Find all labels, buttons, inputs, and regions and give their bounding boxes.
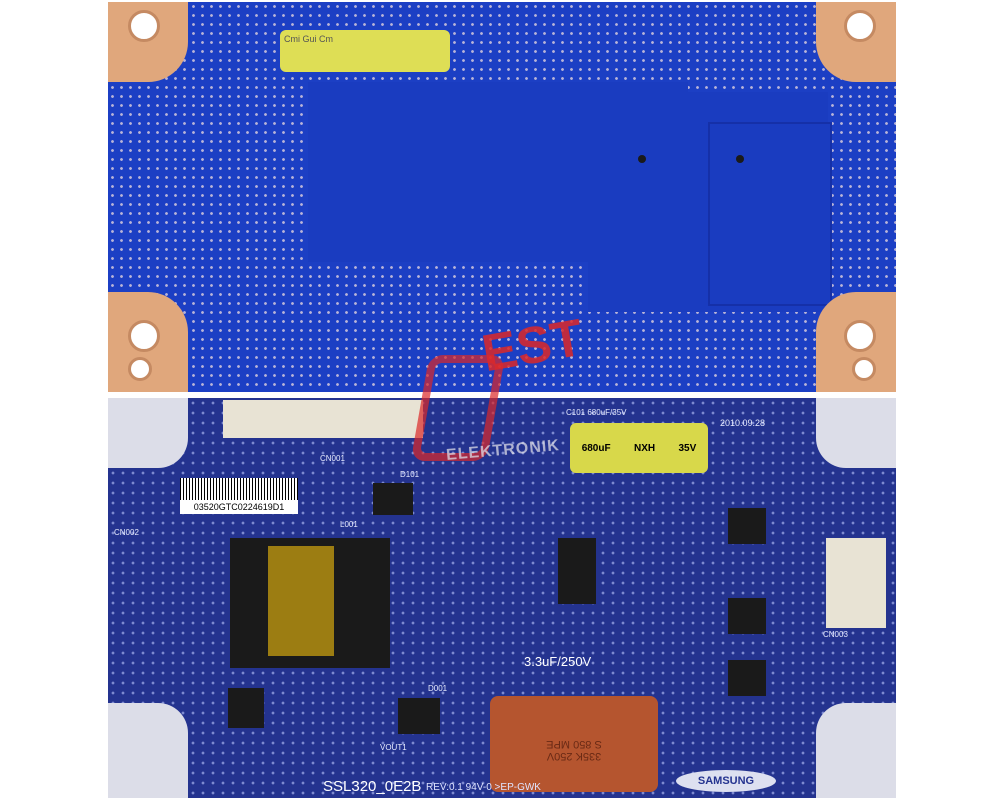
pcb-back-side: Cmi Gui Cm xyxy=(108,2,896,392)
corner-mount xyxy=(816,703,896,798)
trace-area xyxy=(708,122,832,306)
mounting-hole xyxy=(128,320,160,352)
label-l001: L001 xyxy=(340,520,358,529)
diode-d001 xyxy=(398,698,440,734)
film-cap-label: 3.3uF/250V xyxy=(524,654,592,669)
film-capacitor: 335K 250V S 850 MPE xyxy=(490,696,658,792)
corner-mount xyxy=(108,398,188,468)
mounting-hole xyxy=(844,320,876,352)
controller-ic xyxy=(558,538,596,604)
label-cn003: CN003 xyxy=(823,630,848,639)
connector-cn003 xyxy=(826,538,886,628)
cap-label: C101 680uF/35V xyxy=(566,408,627,417)
corner-mount xyxy=(108,703,188,798)
label-cn001: CN001 xyxy=(320,454,345,463)
capacitor-back: Cmi Gui Cm xyxy=(280,30,450,72)
transistor xyxy=(728,508,766,544)
film-cap-text: 335K 250V xyxy=(546,750,602,762)
label-cn002: CN002 xyxy=(114,528,139,537)
revision: REV:0.1 94V-0 >EP-GWK xyxy=(426,782,541,793)
pcb-component-side: CN001 D101 CN002 CN003 L001 D001 VOUT1 0… xyxy=(108,398,896,798)
barcode-label: 03520GTC0224619D1 xyxy=(180,478,298,514)
cap-text: 35V xyxy=(678,442,697,454)
label-d001: D001 xyxy=(428,684,448,693)
cap-text: NXH xyxy=(633,442,656,454)
electrolytic-capacitor: 680uF NXH 35V xyxy=(570,423,708,473)
transistor xyxy=(728,598,766,634)
regulator xyxy=(228,688,264,728)
label-vout: VOUT1 xyxy=(380,743,407,752)
mounting-hole xyxy=(852,357,876,381)
samsung-logo: SAMSUNG xyxy=(676,770,776,792)
mounting-hole xyxy=(128,10,160,42)
connector-cn001 xyxy=(223,400,423,438)
transformer xyxy=(230,538,390,668)
label-d101: D101 xyxy=(400,470,420,479)
transistor xyxy=(728,660,766,696)
corner-mount xyxy=(816,398,896,468)
date-code: 2010.09.28 xyxy=(720,418,766,428)
transformer-core xyxy=(268,546,334,656)
via xyxy=(736,155,744,163)
mounting-hole xyxy=(844,10,876,42)
mosfet xyxy=(373,483,413,515)
mounting-hole xyxy=(128,357,152,381)
film-cap-text: S 850 MPE xyxy=(546,738,602,750)
cap-text: 680uF xyxy=(581,442,611,454)
model-number: SSL320_0E2B xyxy=(323,778,422,795)
barcode-text: 03520GTC0224619D1 xyxy=(193,502,285,512)
via xyxy=(638,155,646,163)
